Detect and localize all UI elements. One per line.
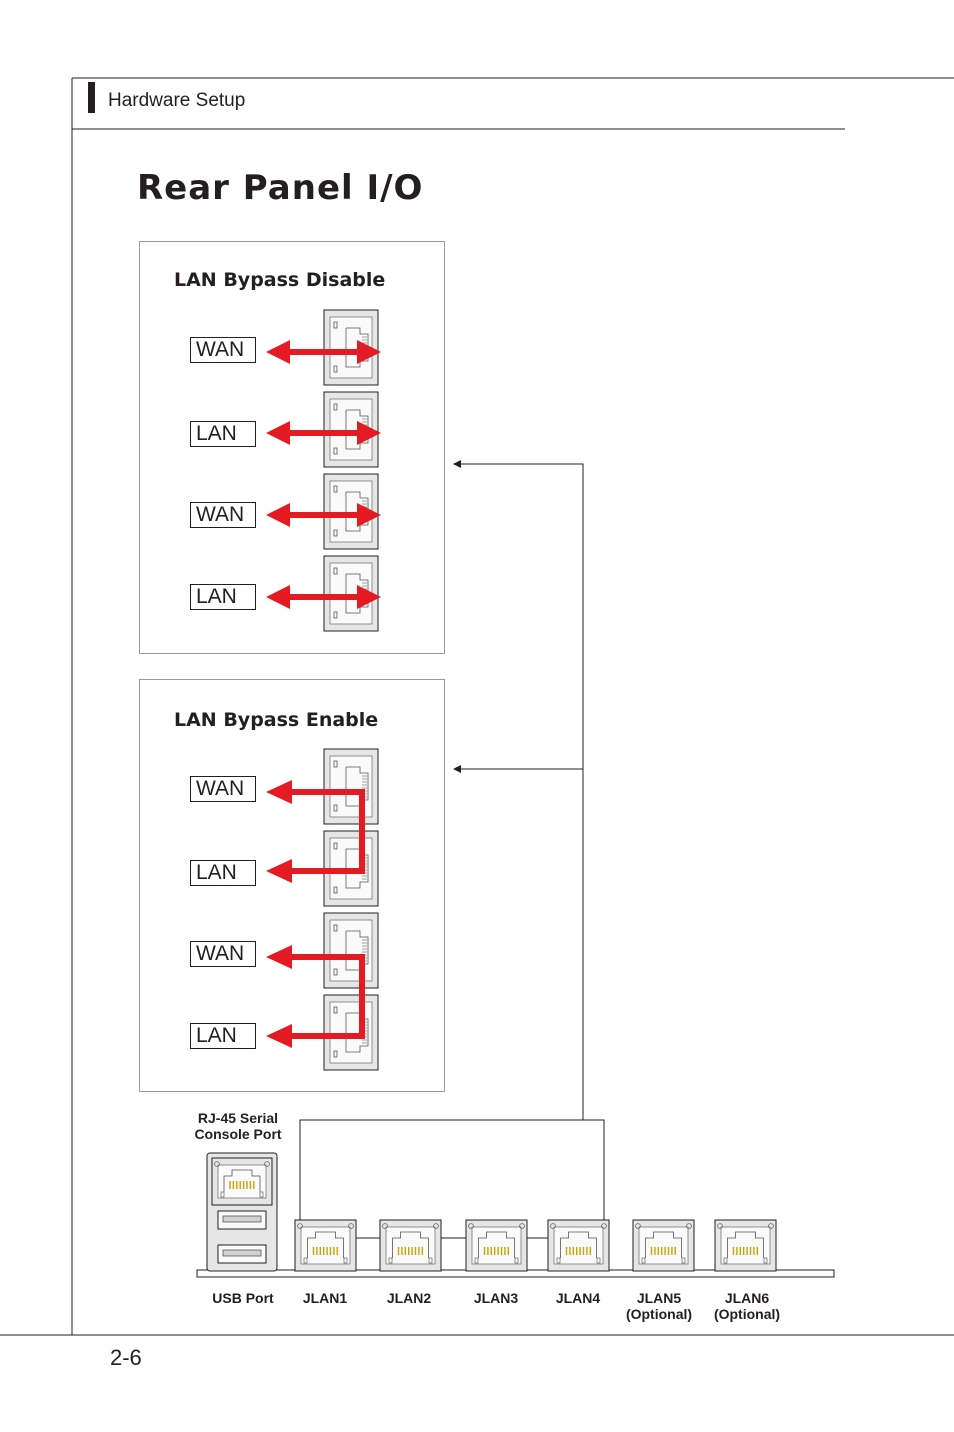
jlan4-caption: JLAN4 (555, 1290, 601, 1306)
page-title: Rear Panel I/O (137, 168, 424, 208)
bypass-enable-panel: LAN Bypass Enable WAN LAN WAN LAN (139, 679, 445, 1092)
rj45-jack-enable-3 (323, 912, 379, 989)
callout-connector (299, 460, 605, 1220)
bypass-enable-heading: LAN Bypass Enable (174, 709, 379, 731)
usb-port-lower (217, 1244, 267, 1264)
passthrough-arrow-4 (266, 585, 381, 609)
jlan4-jack (547, 1219, 610, 1272)
jlan1-jack (294, 1219, 357, 1272)
passthrough-arrow-2 (266, 421, 381, 445)
jlan2-jack (379, 1219, 442, 1272)
rj45-jack-disable-1 (323, 309, 379, 386)
usb-port-caption: USB Port (212, 1290, 274, 1306)
serial-port-caption: RJ-45 Serial Console Port (194, 1110, 282, 1142)
usb-port-upper (217, 1210, 267, 1230)
rj45-jack-enable-4 (323, 994, 379, 1071)
serial-console-jack (211, 1157, 273, 1206)
jlan3-jack (465, 1219, 528, 1272)
passthrough-arrow-1 (266, 340, 381, 364)
bypass-loop-arrow-1 (266, 780, 365, 883)
bypass-disable-panel: LAN Bypass Disable WAN LAN WAN LAN (139, 241, 445, 654)
jlan6-jack (714, 1219, 777, 1272)
rj45-jack-enable-1 (323, 748, 379, 825)
page-number: 2-6 (110, 1345, 142, 1370)
jlan5-caption: JLAN5 (Optional) (625, 1290, 693, 1322)
jlan5-jack (632, 1219, 695, 1272)
jlan2-caption: JLAN2 (386, 1290, 432, 1306)
passthrough-arrow-3 (266, 503, 381, 527)
section-marker (88, 82, 95, 113)
bypass-disable-heading: LAN Bypass Disable (174, 269, 386, 291)
section-label: Hardware Setup (108, 90, 246, 111)
jlan6-caption: JLAN6 (Optional) (713, 1290, 781, 1322)
jlan1-caption: JLAN1 (302, 1290, 348, 1306)
jlan3-caption: JLAN3 (473, 1290, 519, 1306)
bypass-loop-arrow-2 (266, 945, 365, 1048)
